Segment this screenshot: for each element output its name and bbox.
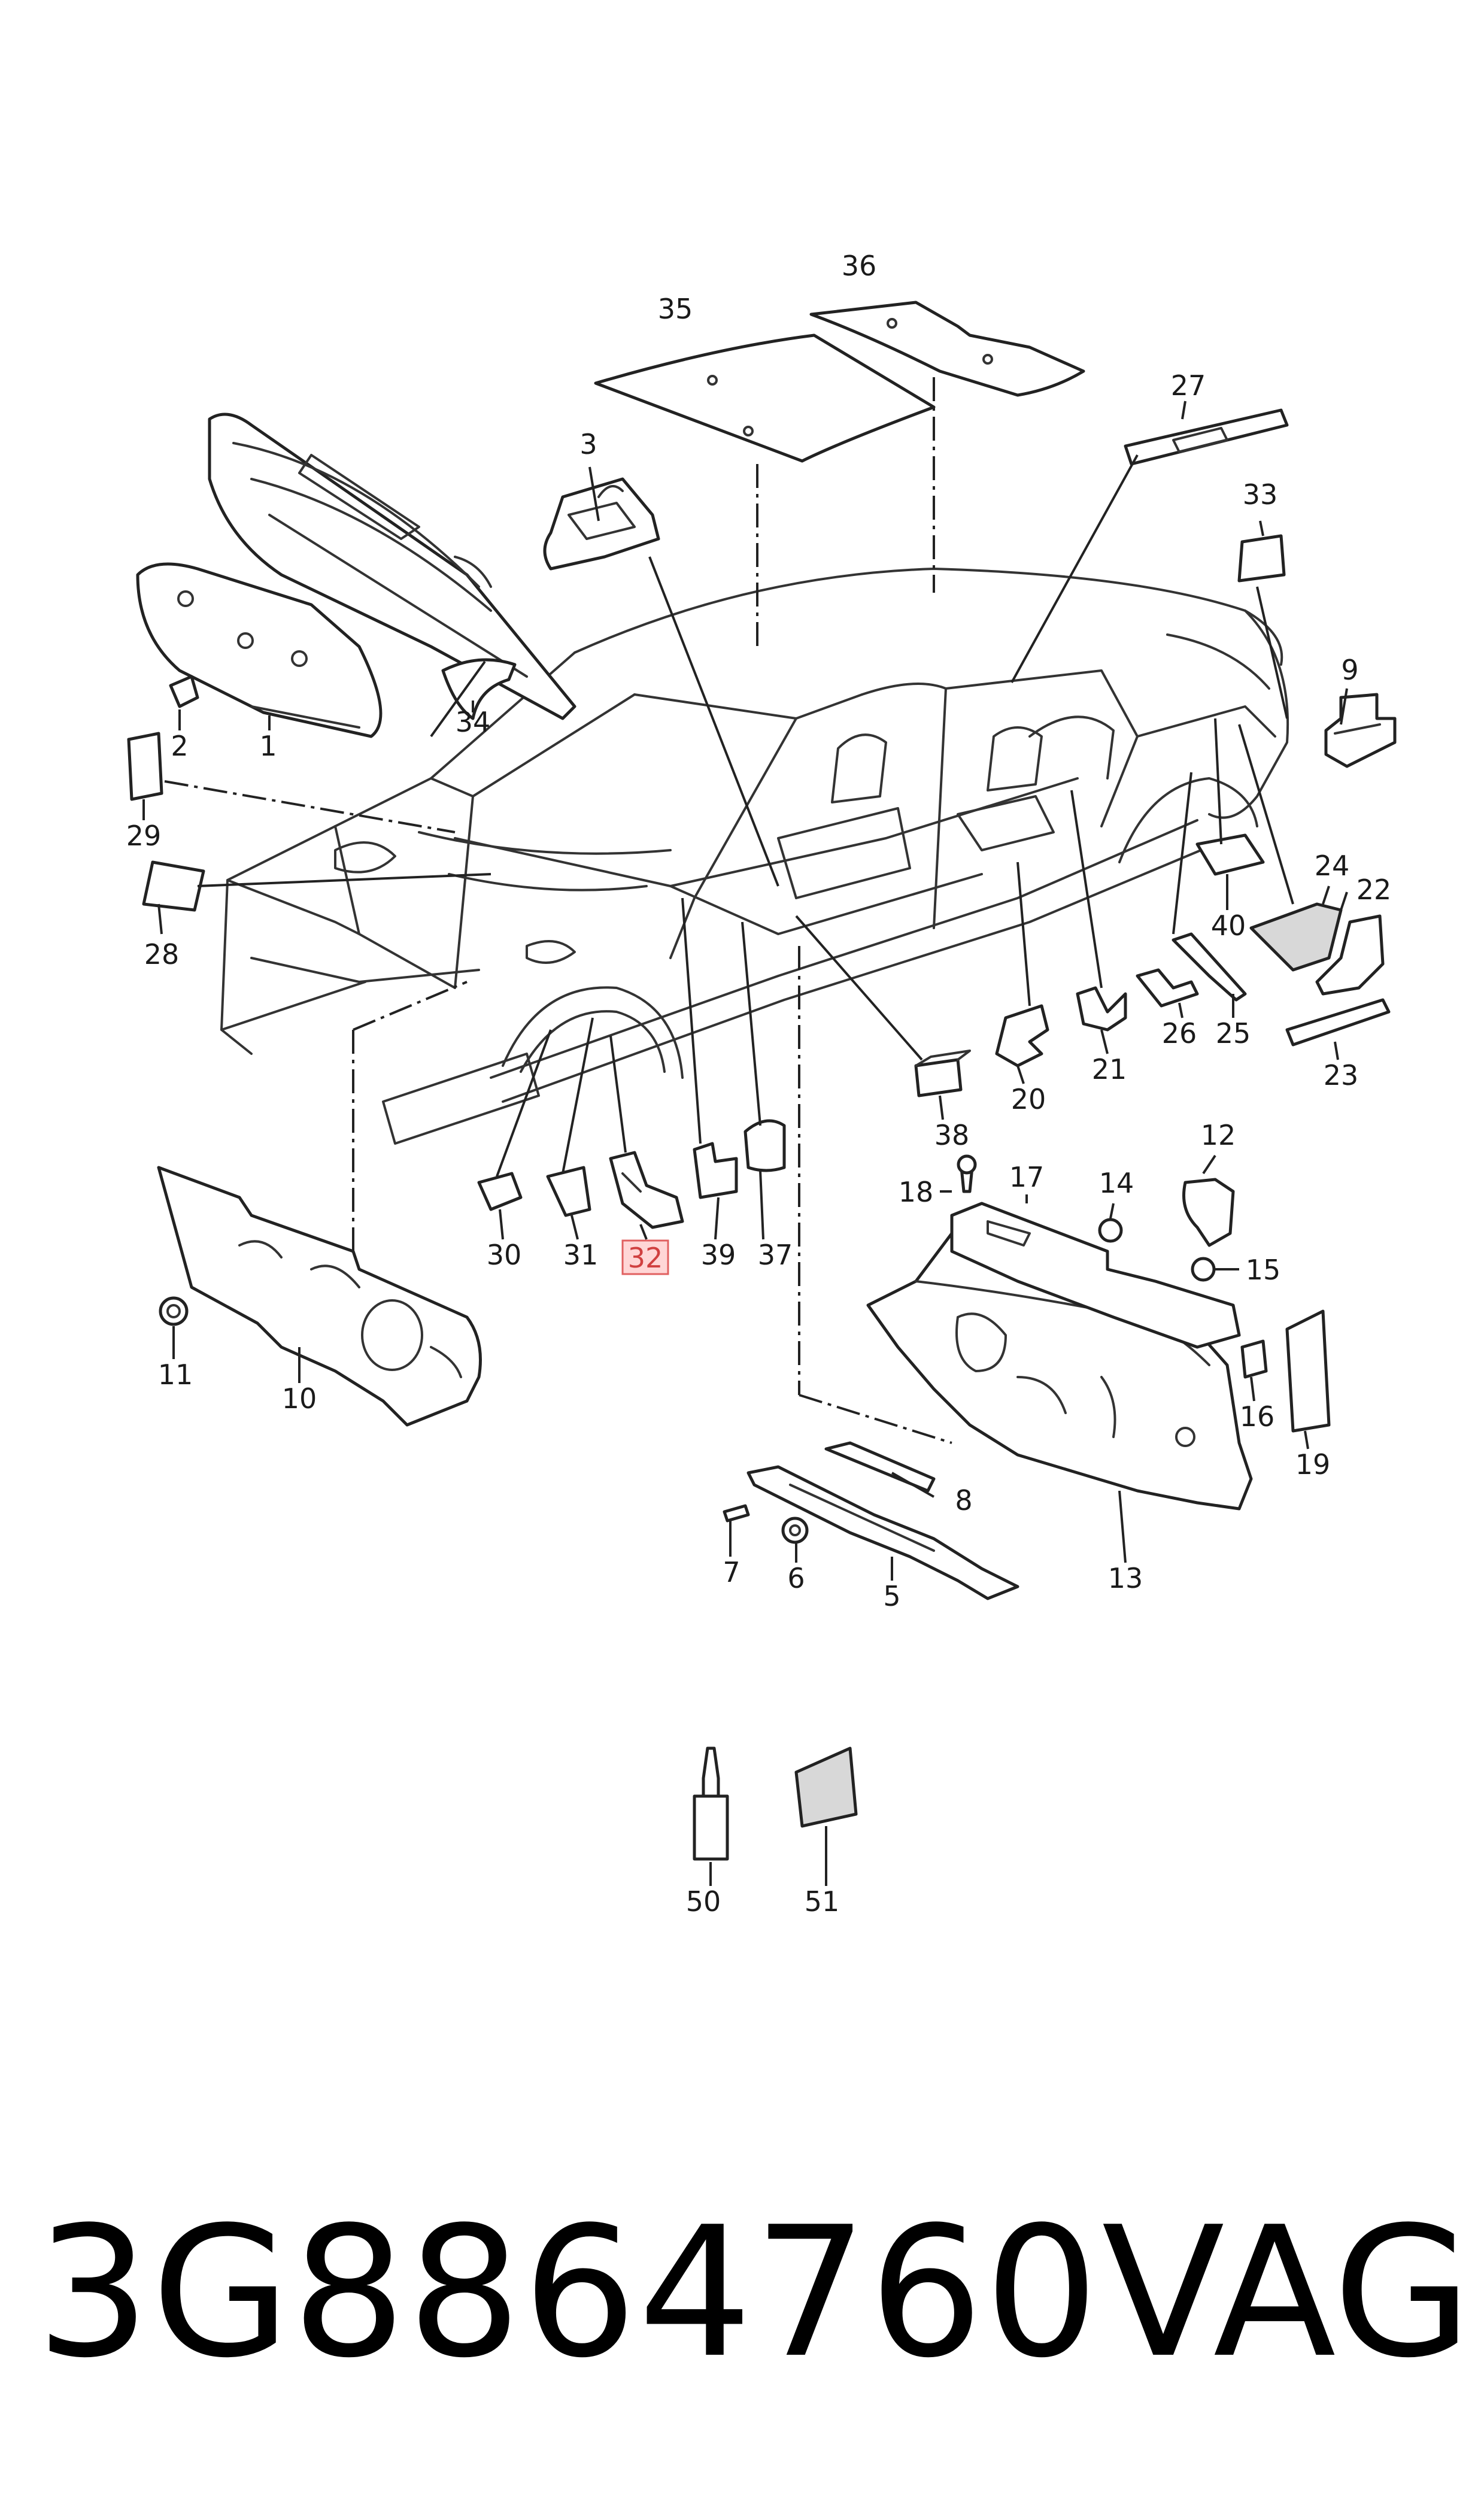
callout-1: 1	[259, 730, 277, 762]
part-12	[1182, 1178, 1235, 1247]
roof-panel-36	[809, 301, 1085, 397]
part-5	[746, 1465, 1019, 1600]
nut-15	[1191, 1257, 1216, 1282]
part-3	[543, 477, 660, 571]
callout-27: 27	[1171, 369, 1206, 402]
callout-26: 26	[1162, 1017, 1197, 1050]
part-31	[546, 1166, 591, 1217]
fastener-11	[159, 1296, 189, 1326]
part-37	[743, 1119, 786, 1172]
brand-label: VAG	[1101, 2188, 1472, 2397]
part-39	[693, 1142, 738, 1199]
callout-3: 3	[579, 428, 597, 460]
callout-7: 7	[723, 1556, 740, 1588]
pin-18	[957, 1154, 977, 1193]
callout-17: 17	[1009, 1161, 1045, 1193]
callout-18: 18	[899, 1176, 934, 1208]
callout-38: 38	[934, 1119, 970, 1151]
callout-32: 32	[628, 1242, 663, 1274]
callout-30: 30	[487, 1239, 522, 1271]
part-17	[950, 1202, 1241, 1349]
callout-16: 16	[1240, 1400, 1275, 1433]
callout-23: 23	[1324, 1059, 1359, 1091]
callout-28: 28	[144, 938, 180, 971]
part-29	[127, 732, 163, 801]
nut-14	[1098, 1218, 1123, 1243]
callout-11: 11	[158, 1358, 193, 1391]
callout-40: 40	[1211, 909, 1246, 942]
callout-34: 34	[456, 706, 491, 738]
part-number: 3G8864760	[36, 2188, 1100, 2397]
part-33	[1237, 534, 1286, 583]
dash-lines	[164, 377, 952, 1444]
callout-20: 20	[1011, 1083, 1046, 1115]
part-25	[1172, 932, 1247, 1002]
callout-31: 31	[563, 1239, 599, 1271]
part-10	[157, 1166, 482, 1427]
callout-21: 21	[1092, 1053, 1127, 1085]
part-40	[1195, 833, 1265, 876]
part-23	[1285, 998, 1391, 1047]
callout-51: 51	[805, 1885, 840, 1918]
callout-8: 8	[955, 1484, 972, 1517]
car-body	[220, 568, 1289, 1145]
callout-22: 22	[1356, 874, 1392, 906]
part-21	[1076, 986, 1127, 1032]
callout-13: 13	[1108, 1562, 1143, 1594]
fastener-6	[781, 1517, 809, 1544]
part-19	[1285, 1309, 1331, 1433]
callout-50: 50	[686, 1885, 721, 1918]
part-9	[1324, 693, 1397, 768]
footer: 3G8864760 VAG	[0, 2203, 1484, 2443]
part-38	[914, 1050, 971, 1097]
part-16	[1240, 1339, 1268, 1379]
part-34	[441, 658, 517, 720]
callout-9: 9	[1341, 654, 1358, 686]
part-8	[824, 1441, 936, 1493]
callout-2: 2	[171, 730, 188, 762]
callout-12: 12	[1201, 1119, 1236, 1151]
callout-29: 29	[126, 820, 162, 852]
roof-panel-35	[594, 333, 936, 463]
callout-10: 10	[282, 1382, 317, 1415]
callout-35: 35	[658, 293, 693, 325]
part-51-pad	[794, 1746, 858, 1828]
clip-2	[169, 675, 199, 708]
part-26	[1136, 968, 1199, 1008]
part-32	[609, 1151, 684, 1229]
callout-39: 39	[701, 1239, 736, 1271]
part-50-bottle	[693, 1746, 729, 1861]
callout-19: 19	[1295, 1448, 1331, 1481]
callout-36: 36	[842, 250, 877, 282]
callout-5: 5	[883, 1580, 900, 1612]
callout-33: 33	[1243, 478, 1278, 511]
callout-24: 24	[1315, 850, 1350, 882]
part-22	[1315, 914, 1385, 996]
part-20	[995, 1004, 1049, 1068]
pin-7	[723, 1504, 750, 1523]
callout-labels: 1 2 3 5 6 7 8 9 10 11 12 13 14 15 16 17 …	[126, 250, 1392, 1918]
part-27	[1124, 408, 1289, 466]
leader-lines	[142, 401, 1348, 1886]
callout-14: 14	[1099, 1167, 1134, 1199]
hood-insulation-1	[136, 562, 383, 738]
callout-32-highlight	[621, 1239, 669, 1275]
part-30	[477, 1172, 523, 1211]
part-24	[1249, 902, 1343, 972]
part-28	[142, 860, 205, 912]
callout-6: 6	[787, 1562, 805, 1594]
callout-15: 15	[1246, 1254, 1281, 1286]
hood	[208, 413, 576, 720]
callout-37: 37	[758, 1239, 793, 1271]
callout-25: 25	[1216, 1017, 1251, 1050]
